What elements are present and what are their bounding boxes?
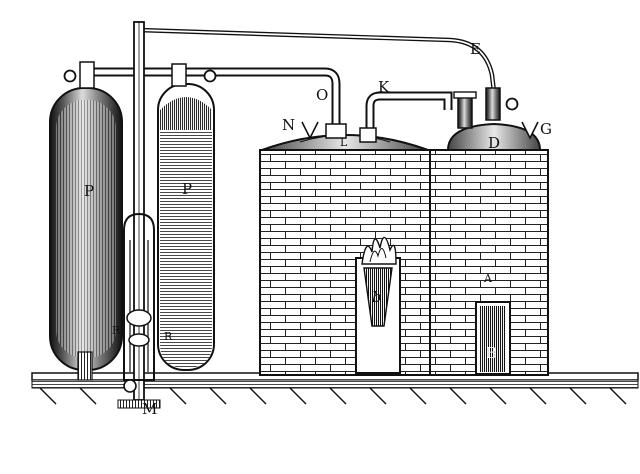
- label-r-right: R: [164, 330, 173, 343]
- label-l: L: [340, 136, 348, 149]
- label-b-small: b: [372, 288, 382, 306]
- pipe-o: [88, 67, 341, 140]
- label-p-left: P: [84, 182, 94, 200]
- diagram-labels: P P R R M E K O N L D G A B b: [84, 40, 552, 418]
- floor: [31, 372, 639, 405]
- label-p-right: P: [182, 180, 192, 198]
- right-furnace: [429, 87, 549, 376]
- label-e: E: [470, 40, 481, 58]
- label-m: M: [142, 400, 157, 418]
- label-b: B: [486, 344, 497, 362]
- retort-valve-icon: [505, 97, 519, 111]
- tap-m-icon: [123, 379, 137, 393]
- label-n: N: [282, 116, 295, 134]
- left-gasholder: [49, 61, 123, 381]
- central-tube: [117, 21, 161, 409]
- fire-icon: [361, 236, 397, 265]
- right-valve-icon: [203, 69, 217, 83]
- label-r-left: R: [112, 324, 121, 337]
- label-d: D: [488, 134, 500, 152]
- left-valve-icon: [63, 69, 77, 83]
- label-g: G: [540, 120, 552, 138]
- left-furnace: [259, 121, 431, 376]
- pipe-k: [365, 91, 453, 140]
- right-gasholder: [157, 63, 217, 371]
- label-o: O: [316, 86, 328, 104]
- label-k: K: [378, 78, 390, 96]
- label-a: A: [483, 272, 493, 285]
- pipe-e: [137, 27, 497, 93]
